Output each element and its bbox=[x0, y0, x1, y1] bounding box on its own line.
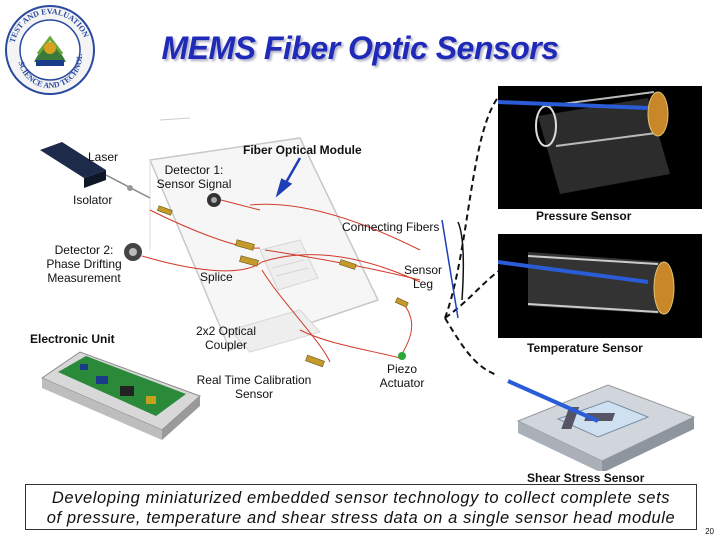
connecting-fibers-label: Connecting Fibers bbox=[342, 220, 440, 234]
shear-stress-sensor-label: Shear Stress Sensor bbox=[527, 471, 645, 485]
electronic-unit-board bbox=[40, 351, 201, 440]
pressure-sensor-image bbox=[498, 86, 702, 209]
shear-stress-sensor-image bbox=[498, 361, 702, 473]
splice-label: Splice bbox=[200, 270, 233, 284]
fiber-optic-system-diagram bbox=[40, 117, 421, 440]
test-evaluation-logo: TEST AND EVALUATION SCIENCE AND TECHNOLO… bbox=[1, 0, 96, 96]
pressure-sensor-label: Pressure Sensor bbox=[536, 209, 632, 223]
isolator-label: Isolator bbox=[73, 193, 113, 207]
detector-2 bbox=[124, 243, 142, 261]
electronic-unit-label: Electronic Unit bbox=[30, 332, 115, 346]
temperature-sensor-image bbox=[498, 234, 702, 338]
detector-1 bbox=[207, 193, 261, 211]
page-title: MEMS Fiber Optic Sensors bbox=[161, 30, 559, 66]
temperature-sensor-label: Temperature Sensor bbox=[527, 341, 643, 355]
page-number: 20 bbox=[705, 527, 714, 536]
piezo-actuator bbox=[398, 352, 406, 360]
laser-device bbox=[40, 142, 151, 199]
summary-caption: Developing miniaturized embedded sensor … bbox=[25, 484, 697, 530]
fiber-optical-module-label: Fiber Optical Module bbox=[243, 143, 362, 157]
laser-label: Laser bbox=[88, 150, 119, 164]
module-arrow bbox=[275, 157, 302, 198]
detector-1-label: Detector 1:Sensor Signal bbox=[156, 163, 232, 191]
